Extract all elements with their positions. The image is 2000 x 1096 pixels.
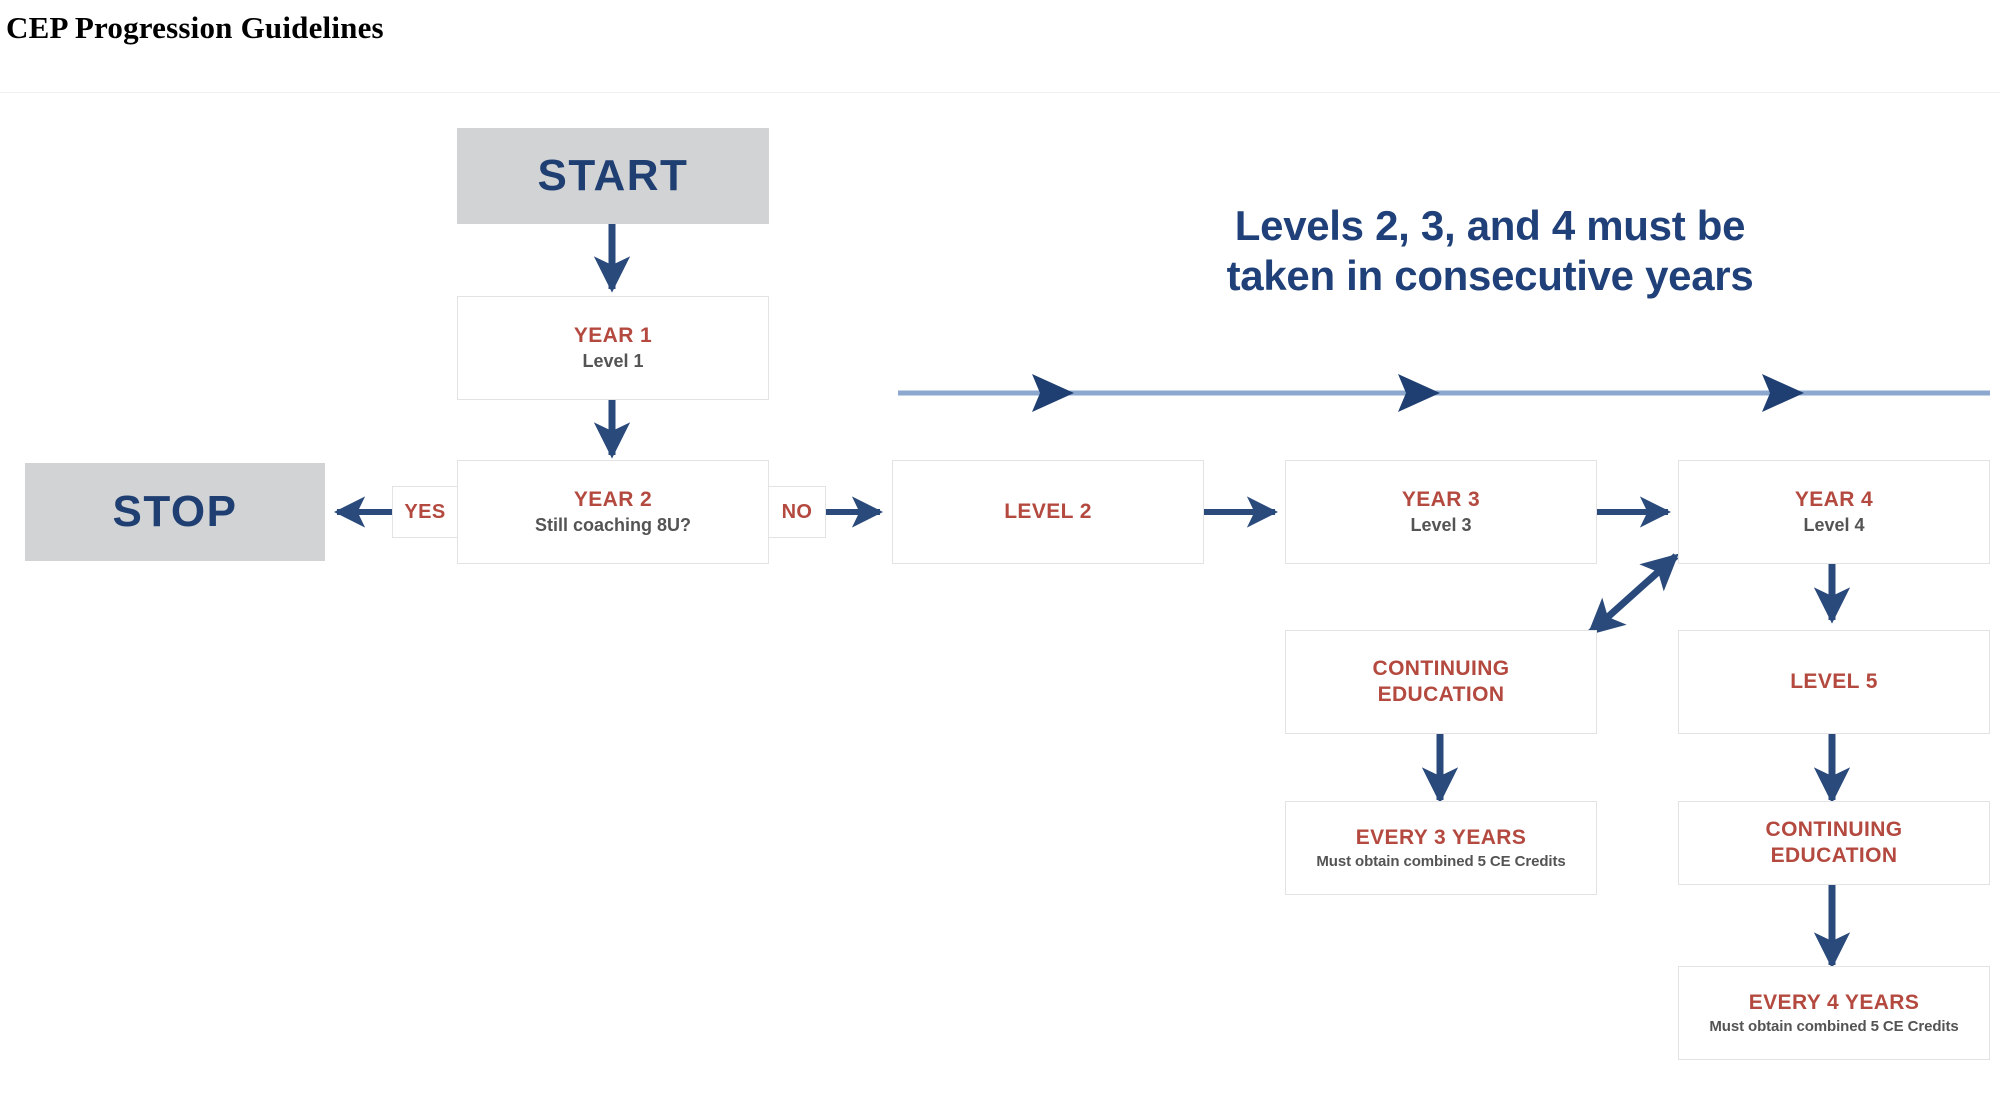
consecutive-years-note-line1: Levels 2, 3, and 4 must be [1234, 202, 1746, 249]
node-stop-label: STOP [112, 487, 238, 537]
consecutive-years-note-line2: taken in consecutive years [1226, 251, 1754, 299]
node-level-5-title: LEVEL 5 [1790, 670, 1878, 694]
node-every-4-years[interactable]: EVERY 4 YEARS Must obtain combined 5 CE … [1678, 966, 1990, 1060]
edge-label-no-text: NO [781, 500, 813, 523]
timeline-arrowhead-3 [1762, 374, 1804, 412]
header-divider [0, 92, 2000, 93]
node-year-2[interactable]: YEAR 2 Still coaching 8U? [457, 460, 769, 564]
node-continuing-education-right-line1: CONTINUING [1765, 818, 1903, 842]
edge-label-no: NO [768, 486, 826, 538]
node-level-5[interactable]: LEVEL 5 [1678, 630, 1990, 734]
node-year-4-title: YEAR 4 [1794, 487, 1874, 511]
flowchart-canvas: Levels 2, 3, and 4 must be taken in cons… [0, 93, 2000, 1096]
node-level-2[interactable]: LEVEL 2 [892, 460, 1204, 564]
node-year-1-title: YEAR 1 [573, 323, 653, 347]
node-year-3-title: YEAR 3 [1401, 487, 1481, 511]
node-continuing-education-left-line1: CONTINUING [1372, 657, 1510, 681]
timeline-arrowhead-2 [1398, 374, 1440, 412]
node-stop[interactable]: STOP [25, 463, 325, 561]
node-year-2-title: YEAR 2 [573, 487, 653, 511]
node-year-2-subtitle: Still coaching 8U? [534, 515, 692, 536]
node-every-3-years-title: EVERY 3 YEARS [1355, 825, 1527, 849]
node-year-1[interactable]: YEAR 1 Level 1 [457, 296, 769, 400]
node-continuing-education-left-line2: EDUCATION [1377, 683, 1505, 706]
node-year-4-subtitle: Level 4 [1803, 515, 1865, 536]
node-start[interactable]: START [457, 128, 769, 224]
node-year-1-subtitle: Level 1 [582, 351, 644, 372]
node-every-3-years[interactable]: EVERY 3 YEARS Must obtain combined 5 CE … [1285, 801, 1597, 895]
timeline-arrowhead-1 [1032, 374, 1074, 412]
node-continuing-education-right[interactable]: CONTINUING EDUCATION [1678, 801, 1990, 885]
node-year-3[interactable]: YEAR 3 Level 3 [1285, 460, 1597, 564]
arrow-ce-left-to-year4-bidirectional [1587, 553, 1679, 636]
edge-label-yes-text: YES [404, 500, 446, 523]
page-title: CEP Progression Guidelines [6, 10, 384, 45]
node-continuing-education-left[interactable]: CONTINUING EDUCATION [1285, 630, 1597, 734]
node-year-3-subtitle: Level 3 [1410, 515, 1472, 536]
node-every-4-years-title: EVERY 4 YEARS [1748, 990, 1920, 1014]
node-year-4[interactable]: YEAR 4 Level 4 [1678, 460, 1990, 564]
node-start-label: START [537, 151, 689, 201]
node-level-2-title: LEVEL 2 [1004, 500, 1092, 524]
node-every-3-years-subtitle: Must obtain combined 5 CE Credits [1316, 853, 1566, 871]
consecutive-years-note: Levels 2, 3, and 4 must be taken in cons… [1090, 201, 1890, 300]
node-continuing-education-right-line2: EDUCATION [1770, 844, 1898, 867]
edge-label-yes: YES [392, 486, 458, 538]
node-every-4-years-subtitle: Must obtain combined 5 CE Credits [1709, 1018, 1959, 1036]
